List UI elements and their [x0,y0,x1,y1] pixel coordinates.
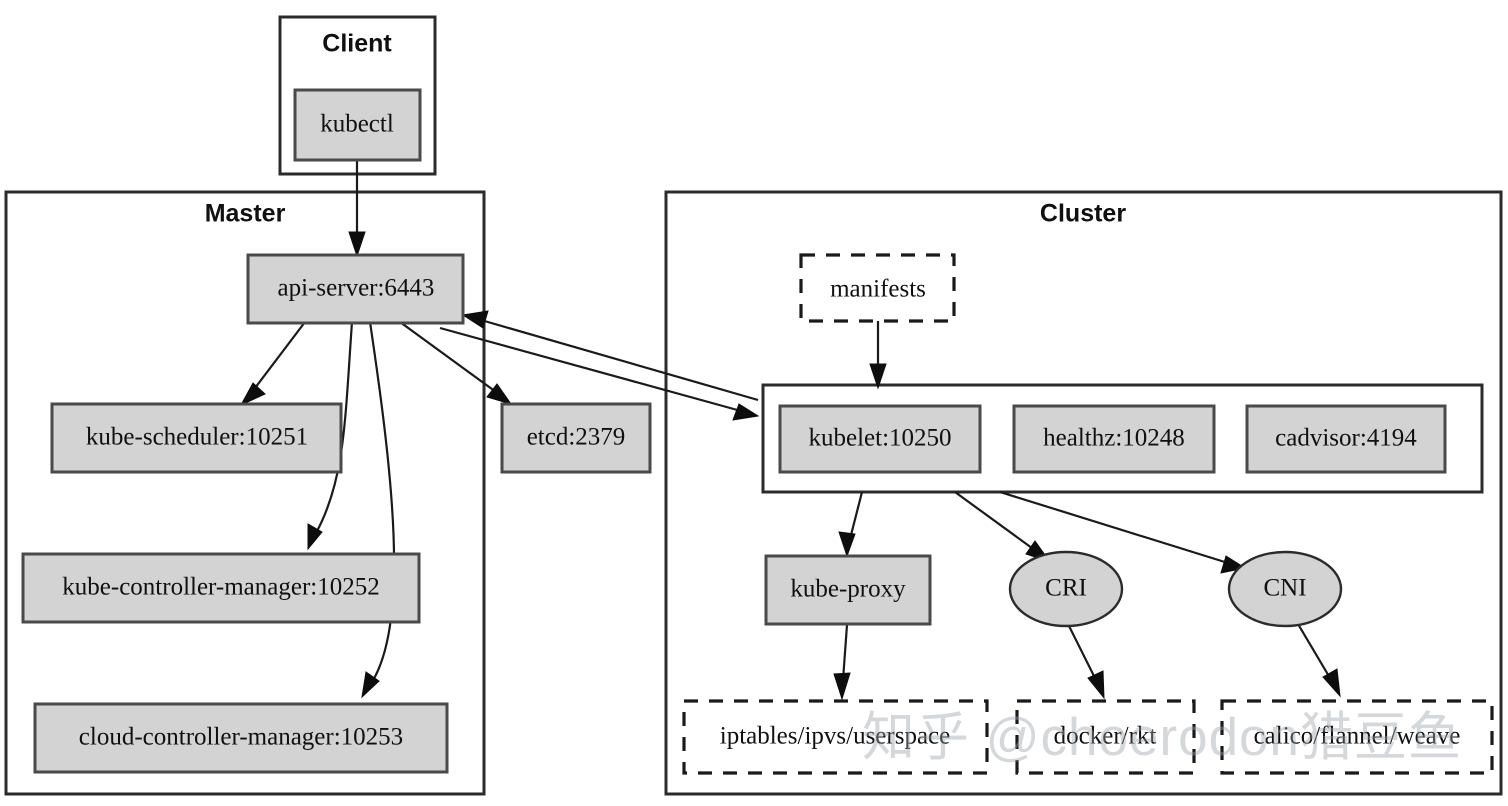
node-healthz[interactable]: healthz:10248 [1012,404,1216,474]
api-server-label: api-server:6443 [278,275,435,302]
master-label: Master [205,200,286,228]
edge-cni-to-calico [1297,623,1341,698]
edge-api-server-to-etcd [399,321,513,405]
kube-scheduler-box[interactable] [50,402,343,474]
calico-box[interactable] [1220,699,1494,775]
iptables-box[interactable] [682,699,989,775]
manifests-label: manifests [830,276,926,303]
cadvisor-box[interactable] [1245,404,1447,474]
node-kube-scheduler[interactable]: kube-scheduler:10251 [50,402,343,474]
client-label: Client [322,30,392,58]
node-iptables[interactable]: iptables/ipvs/userspace [682,699,989,775]
iptables-label: iptables/ipvs/userspace [720,723,951,750]
kube-controller-manager-label: kube-controller-manager:10252 [62,574,379,601]
kubectl-box[interactable] [293,88,422,162]
kube-proxy-label: kube-proxy [790,576,906,603]
api-server-box[interactable] [246,253,465,325]
calico-label: calico/flannel/weave [1254,723,1461,750]
node-etcd[interactable]: etcd:2379 [500,402,652,474]
etcd-box[interactable] [500,402,652,474]
edge-api-server-to-kubelet [439,326,760,421]
edge-api-server-to-kube-scheduler [239,321,306,407]
node-cri[interactable]: CRI [1008,550,1124,628]
healthz-box[interactable] [1012,404,1216,474]
node-kubectl[interactable]: kubectl [293,88,422,162]
cluster-label: Cluster [1040,200,1126,228]
docker-rkt-label: docker/rkt [1054,723,1157,750]
cni-label: CNI [1263,575,1306,602]
kubelet-label: kubelet:10250 [808,425,951,452]
node-calico[interactable]: calico/flannel/weave [1220,699,1494,775]
edge-kubelet-to-api-server [461,310,759,402]
node-kubelet[interactable]: kubelet:10250 [778,404,982,474]
edge-api-server-to-cloud-controller-manager [361,321,396,699]
edge-kube-proxy-to-iptables [833,624,851,701]
edge-manifests-to-kubelet [869,320,887,390]
cloud-controller-manager-box[interactable] [33,702,449,774]
node-manifests[interactable]: manifests [799,253,956,323]
node-cadvisor[interactable]: cadvisor:4194 [1245,404,1447,474]
healthz-label: healthz:10248 [1043,425,1185,452]
cri-label: CRI [1045,575,1087,602]
kube-scheduler-label: kube-scheduler:10251 [86,424,308,451]
kubelet-box[interactable] [778,404,982,474]
etcd-label: etcd:2379 [527,424,626,451]
node-api-server[interactable]: api-server:6443 [246,253,465,325]
edge-kubelet-to-kube-proxy [838,491,864,558]
kube-proxy-box[interactable] [764,554,932,626]
node-cni[interactable]: CNI [1227,550,1343,628]
kubectl-label: kubectl [320,111,394,138]
manifests-box[interactable] [799,253,956,323]
docker-rkt-box[interactable] [1015,699,1196,775]
cloud-controller-manager-label: cloud-controller-manager:10253 [79,724,403,751]
cni-ellipse[interactable] [1227,550,1343,628]
edge-cri-to-docker-rkt [1067,623,1105,700]
cadvisor-label: cadvisor:4194 [1275,425,1417,452]
node-cloud-controller-manager[interactable]: cloud-controller-manager:10253 [33,702,449,774]
node-docker-rkt[interactable]: docker/rkt [1015,699,1196,775]
node-kube-proxy[interactable]: kube-proxy [764,554,932,626]
kube-controller-manager-box[interactable] [21,552,421,624]
node-kube-controller-manager[interactable]: kube-controller-manager:10252 [21,552,421,624]
cri-ellipse[interactable] [1008,550,1124,628]
edge-kubectl-to-api-server [348,159,366,258]
